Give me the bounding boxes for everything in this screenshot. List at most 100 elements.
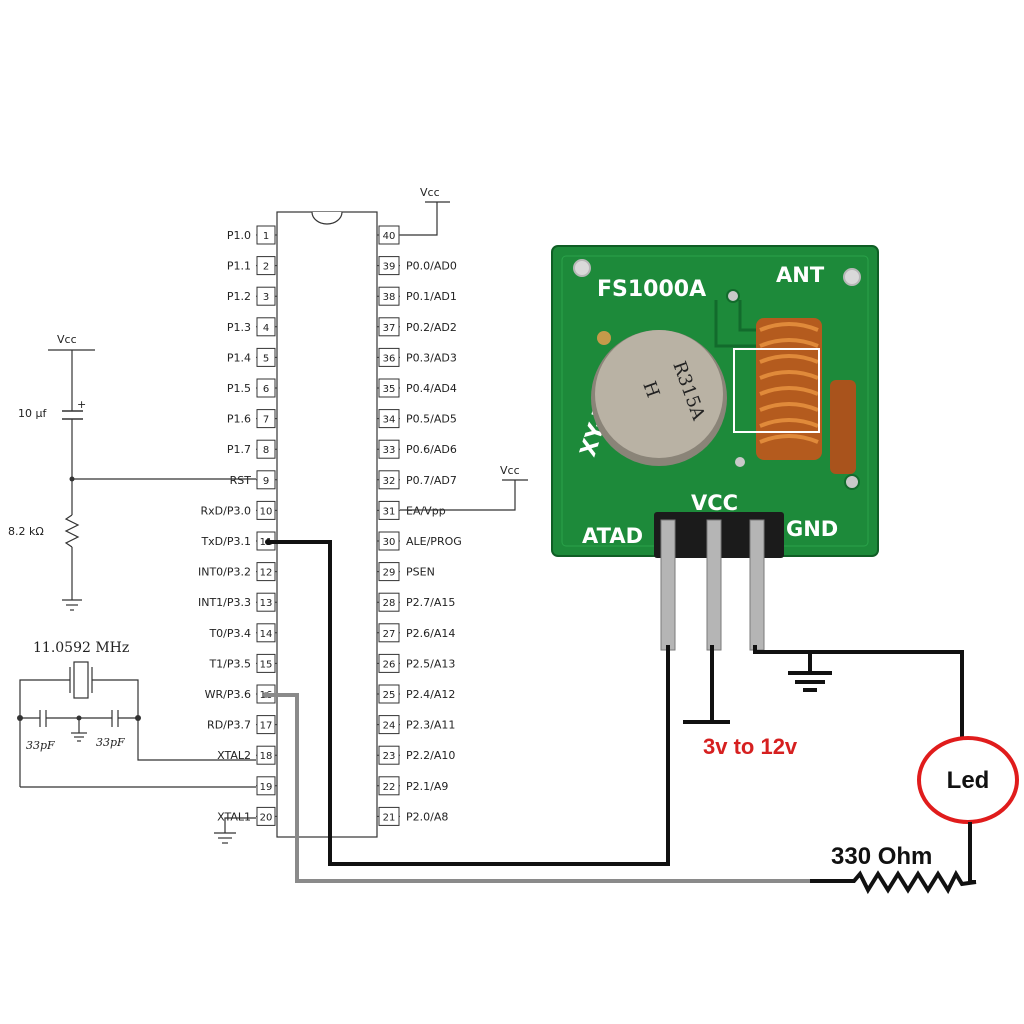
vcc-pin40-net: Vcc	[400, 186, 450, 236]
pin-label: P0.2/AD2	[406, 321, 457, 334]
pin-number: 33	[383, 445, 396, 456]
pin-7: 7P1.6	[227, 409, 277, 429]
pin-number: 26	[383, 659, 396, 670]
crystal-circuit: 11.0592 MHz 33pF 33pF	[17, 640, 256, 788]
pin-number: 30	[383, 537, 396, 548]
pin-number: 2	[263, 262, 269, 273]
pin-label: P2.0/A8	[406, 810, 448, 823]
pin-label: P0.5/AD5	[406, 413, 457, 426]
pin-label: P1.7	[227, 443, 251, 456]
pin-number: 36	[383, 353, 396, 364]
pin-label: P2.4/A12	[406, 688, 455, 701]
pin-number: 4	[263, 323, 269, 334]
pin-8: 8P1.7	[227, 439, 277, 459]
left-pin-column: 1P1.02P1.13P1.24P1.35P1.46P1.57P1.68P1.7…	[198, 225, 277, 826]
vcc-right-label: Vcc	[500, 464, 520, 477]
pin-label: P1.2	[227, 290, 251, 303]
pin-number: 18	[260, 751, 273, 762]
pin-number: 6	[263, 384, 269, 395]
pin-number: 10	[260, 506, 273, 517]
pin-38: 38 P0.1/AD1	[377, 286, 457, 306]
pin-40: 40	[377, 225, 400, 245]
module-model-label: FS1000A	[597, 277, 706, 302]
pin-34: 34 P0.5/AD5	[377, 409, 457, 429]
pin-label: RST	[230, 474, 252, 487]
pin-label: P2.7/A15	[406, 596, 455, 609]
pin-21: 21 P2.0/A8	[377, 806, 448, 826]
crystal-label: 11.0592 MHz	[33, 640, 129, 656]
pin-label: XTAL2	[217, 749, 251, 762]
pin-number: 27	[383, 629, 396, 640]
pin-17: 17 RD/P3.7	[207, 715, 277, 735]
pin-label: P1.3	[227, 321, 251, 334]
pin-3: 3P1.2	[227, 286, 277, 306]
antenna-pad-icon	[843, 268, 861, 286]
pin-number: 20	[260, 812, 273, 823]
pin-number: 25	[383, 690, 396, 701]
svg-text:+: +	[77, 398, 86, 411]
pin-9: 9 RST	[230, 470, 277, 490]
data-wire	[268, 540, 670, 866]
chip-marking-h: H	[638, 379, 663, 401]
pin-1: 1P1.0	[227, 225, 277, 245]
rf-transmitter-module: FS1000A ANT XY-FST H R315A	[551, 245, 879, 651]
mount-hole-icon	[573, 259, 591, 277]
pin-14: 14 T0/P3.4	[208, 623, 277, 643]
pin-number: 32	[383, 476, 396, 487]
ant-label: ANT	[776, 263, 825, 287]
cap-33pf-right-label: 33pF	[96, 736, 125, 749]
pin-number: 22	[383, 782, 396, 793]
pin-label: P0.3/AD3	[406, 351, 457, 364]
pin-label: P1.6	[227, 413, 251, 426]
pin-number: 1	[263, 231, 269, 242]
pin-label: ALE/PROG	[406, 535, 462, 548]
data-pin-label: ATAD	[582, 524, 643, 548]
cap-10uf-label: 10 µf	[18, 407, 47, 420]
pin-number: 9	[263, 476, 269, 487]
vcc-left-label: Vcc	[57, 333, 77, 346]
pin-label: P1.4	[227, 351, 251, 364]
pin-label: INT1/P3.3	[198, 596, 251, 609]
pin-27: 27 P2.6/A14	[377, 623, 455, 643]
pin-label: P1.5	[227, 382, 251, 395]
pin20-ground	[214, 817, 256, 844]
pin-number: 23	[383, 751, 396, 762]
pin-30: 30 ALE/PROG	[377, 531, 462, 551]
pin-number: 14	[260, 629, 273, 640]
pin-number: 17	[260, 721, 273, 732]
gnd-pin-label: GND	[786, 517, 838, 541]
pin-label: RxD/P3.0	[201, 504, 251, 517]
pin-label: P2.6/A14	[406, 627, 455, 640]
led-label: Led	[947, 767, 990, 794]
gnd-wire	[753, 645, 964, 744]
ea-vcc-net: Vcc	[400, 464, 528, 511]
pin-26: 26 P2.5/A13	[377, 653, 455, 673]
resistor-label: 330 Ohm	[831, 843, 932, 870]
pin-label: RD/P3.7	[207, 719, 251, 732]
pin-label: P2.5/A13	[406, 657, 455, 670]
pin-label: P0.1/AD1	[406, 290, 457, 303]
pin-label: P0.4/AD4	[406, 382, 457, 395]
pin-label: P1.1	[227, 260, 251, 273]
pin-number: 21	[383, 812, 396, 823]
pin-number: 38	[383, 292, 396, 303]
pin-2: 2 P1.1	[227, 256, 277, 276]
reset-circuit: Vcc + 10 µf 8.2 kΩ	[8, 333, 256, 611]
vcc-pin-label: VCC	[691, 491, 738, 515]
pin-number: 34	[383, 415, 396, 426]
pin-25: 25 P2.4/A12	[377, 684, 455, 704]
pin-number: 19	[260, 782, 273, 793]
pin-label: T0/P3.4	[208, 627, 251, 640]
